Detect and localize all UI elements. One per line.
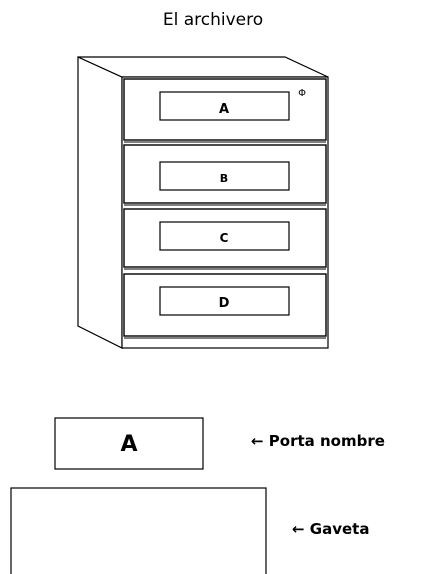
legend-name-holder-box <box>54 417 204 470</box>
drawer-b: B <box>123 144 327 206</box>
drawer-c: C <box>123 208 327 270</box>
name-holder-d <box>159 286 290 316</box>
cabinet-side-panel <box>77 56 123 349</box>
name-holder-a <box>159 91 290 121</box>
legend-name-holder: A <box>54 417 204 470</box>
drawer-label-c: C <box>220 231 229 245</box>
drawer-label-b: B <box>220 172 228 185</box>
diagram-title: El archivero <box>162 10 264 30</box>
drawer-label-d: D <box>219 296 230 311</box>
drawer-note: ← Gaveta <box>292 520 370 538</box>
drawer-label-a: A <box>219 102 229 117</box>
legend-drawer-box <box>10 487 267 574</box>
name-holder-b <box>159 161 290 191</box>
lock-icon: Φ <box>298 88 306 99</box>
name-holder-c <box>159 221 290 251</box>
legend-name-holder-label: A <box>120 432 137 457</box>
cabinet-top <box>77 56 329 78</box>
name-holder-note: ← Porta nombre <box>251 432 385 450</box>
drawer-d: D <box>123 273 327 339</box>
drawer-a: A Φ <box>123 78 327 143</box>
